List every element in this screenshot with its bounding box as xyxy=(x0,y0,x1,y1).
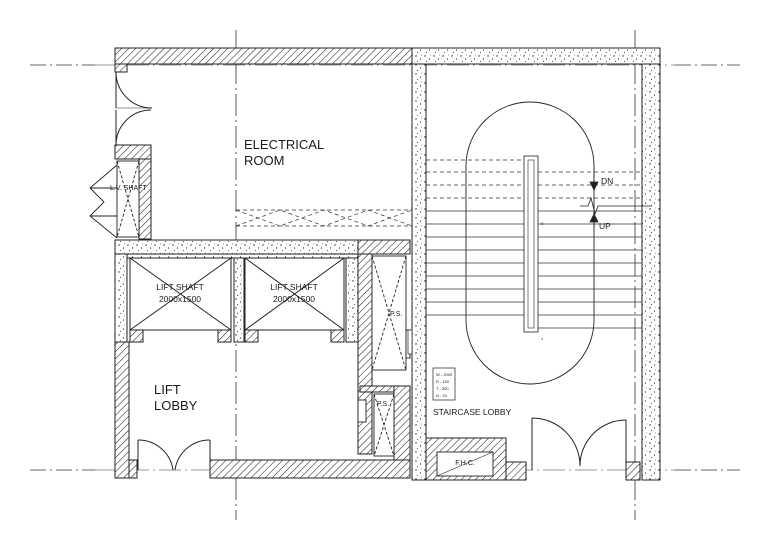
electrical-room-label-line2: ROOM xyxy=(244,153,284,168)
fire-hose-cabinet xyxy=(436,451,494,477)
lift-lobby-label-line1: LIFT xyxy=(154,382,181,397)
lift-shaft-2 xyxy=(244,257,345,343)
staircase xyxy=(426,101,652,385)
spec-line-riser: R - 150 xyxy=(436,379,450,384)
ps-shaft-lower xyxy=(357,393,395,457)
electrical-room-label-line1: ELECTRICAL xyxy=(244,137,324,152)
lift-lobby-label-line2: LOBBY xyxy=(154,398,198,413)
stair-dn-label: DN xyxy=(601,176,613,186)
concrete-walls xyxy=(114,47,661,481)
staircase-lobby-door xyxy=(531,417,627,470)
electrical-room-door xyxy=(115,71,153,146)
lift-shaft-1 xyxy=(129,257,232,343)
beam-dashed xyxy=(235,209,413,227)
step-number-9: 9 xyxy=(541,221,544,226)
spec-line-tread: T - 300 xyxy=(436,386,449,391)
ps-upper-label: P.S. xyxy=(390,311,402,318)
lv-shaft xyxy=(89,160,140,239)
stair-spec-box: W - 2000 R - 150 T - 300 N - 24 xyxy=(432,367,456,401)
lift-lobby-door xyxy=(137,439,211,471)
ps-shaft-upper xyxy=(371,255,411,371)
window-slot xyxy=(407,329,413,355)
fhc-label: F.H.C. xyxy=(455,460,475,467)
lift-shaft-2-size: 2000x1500 xyxy=(273,294,315,304)
spec-line-number: N - 24 xyxy=(436,393,448,398)
ps-lower-label: P.S. xyxy=(377,401,389,408)
lift-shaft-2-name: LIFT SHAFT xyxy=(270,282,318,292)
staircase-lobby-label: STAIRCASE LOBBY xyxy=(433,407,512,417)
lv-shaft-label: L.V. SHAFT xyxy=(110,185,147,192)
lift-shaft-1-name: LIFT SHAFT xyxy=(156,282,204,292)
stair-up-label: UP xyxy=(599,221,611,231)
lift-shaft-1-size: 2000x1500 xyxy=(159,294,201,304)
step-number-1: 1 xyxy=(541,336,544,341)
spec-line-width: W - 2000 xyxy=(436,372,453,377)
